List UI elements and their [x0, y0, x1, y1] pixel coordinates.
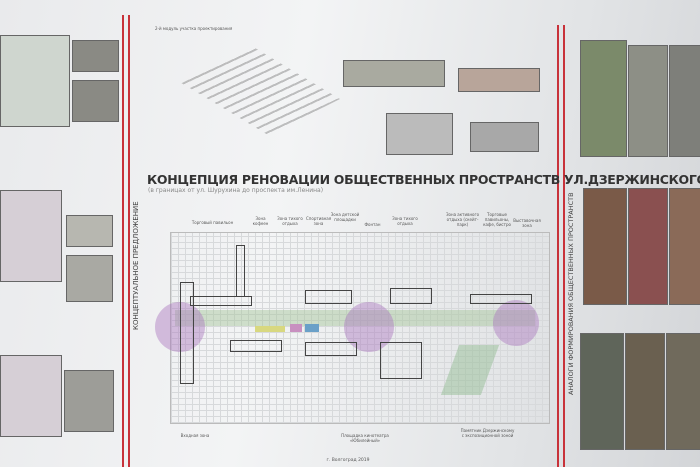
left-site-plan-1 [0, 35, 70, 127]
left-photo [72, 40, 119, 72]
building-outline [236, 245, 245, 297]
zone-label-bottom: Памятник Дзержинскому с экспозиционной з… [460, 428, 515, 438]
pedestrian-axis [175, 310, 535, 326]
zone-label-bottom: Площадка кинотеатра «Юбилейный» [341, 433, 389, 443]
left-photo [64, 370, 114, 432]
building-outline [190, 296, 252, 306]
zone-circle [344, 302, 394, 352]
analog-photo [580, 40, 627, 157]
poster-title: КОНЦЕПЦИЯ РЕНОВАЦИИ ОБЩЕСТВЕННЫХ ПРОСТРА… [147, 172, 700, 187]
building-render [343, 60, 445, 87]
building-outline [180, 282, 194, 384]
zone-label: Зона тихого отдыха [277, 216, 303, 226]
right-vertical-heading: АНАЛОГИ ФОРМИРОВАНИЯ ОБЩЕСТВЕННЫХ ПРОСТР… [567, 192, 575, 395]
building-render [386, 113, 453, 155]
building-outline [230, 340, 282, 352]
zone-fill [255, 326, 285, 332]
zone-circle [493, 300, 539, 346]
building-outline [380, 342, 422, 379]
zone-label-bottom: Входная зона [180, 433, 210, 438]
zone-fill [305, 324, 319, 332]
poster-subtitle: (в границах от ул. Шурухина до проспекта… [148, 187, 324, 194]
building-outline [390, 288, 432, 304]
red-divider-left [122, 15, 124, 467]
left-photo [66, 215, 113, 247]
master-plan [170, 232, 550, 424]
building-render [470, 122, 539, 152]
left-photo [66, 255, 113, 302]
zone-label: Зона тихого отдыха [392, 216, 418, 226]
analog-photo [669, 188, 700, 305]
zone-fill [290, 324, 302, 332]
analog-photo [628, 188, 668, 305]
left-photo [72, 80, 119, 122]
zone-label: Спортивная зона [306, 216, 332, 226]
analog-photo [583, 188, 627, 305]
zone-label: Торговый павильон [191, 220, 234, 225]
zone-label: Фонтан [364, 222, 381, 227]
zone-label: Выставочная зона [513, 218, 541, 228]
analog-photo [628, 45, 668, 157]
red-divider-right [563, 25, 565, 467]
zone-label: Зона кофеен [252, 216, 269, 226]
zone-label: Зона активного отдыха (скейт-парк) [445, 212, 480, 227]
red-divider-right [557, 25, 559, 467]
building-outline [305, 290, 352, 304]
building-outline [470, 294, 532, 304]
left-vertical-heading: КОНЦЕПТУАЛЬНОЕ ПРЕДЛОЖЕНИЕ [132, 201, 140, 330]
analog-photo [669, 45, 700, 157]
analog-photo [625, 333, 665, 450]
building-render [458, 68, 540, 92]
building-outline [305, 342, 357, 356]
left-site-plan-2 [0, 190, 62, 282]
red-divider-left [128, 15, 130, 467]
footer-city-year: г. Волгоград 2019 [326, 458, 370, 463]
analog-photo [666, 333, 700, 450]
left-site-plan-3 [0, 355, 62, 437]
analog-photo [580, 333, 624, 450]
zone-label: Торговые павильоны, кафе, бистро [483, 212, 511, 227]
zone-label: Зона детской площадки [330, 212, 360, 222]
module-label: 2-й модуль участка проектирования [155, 26, 233, 31]
